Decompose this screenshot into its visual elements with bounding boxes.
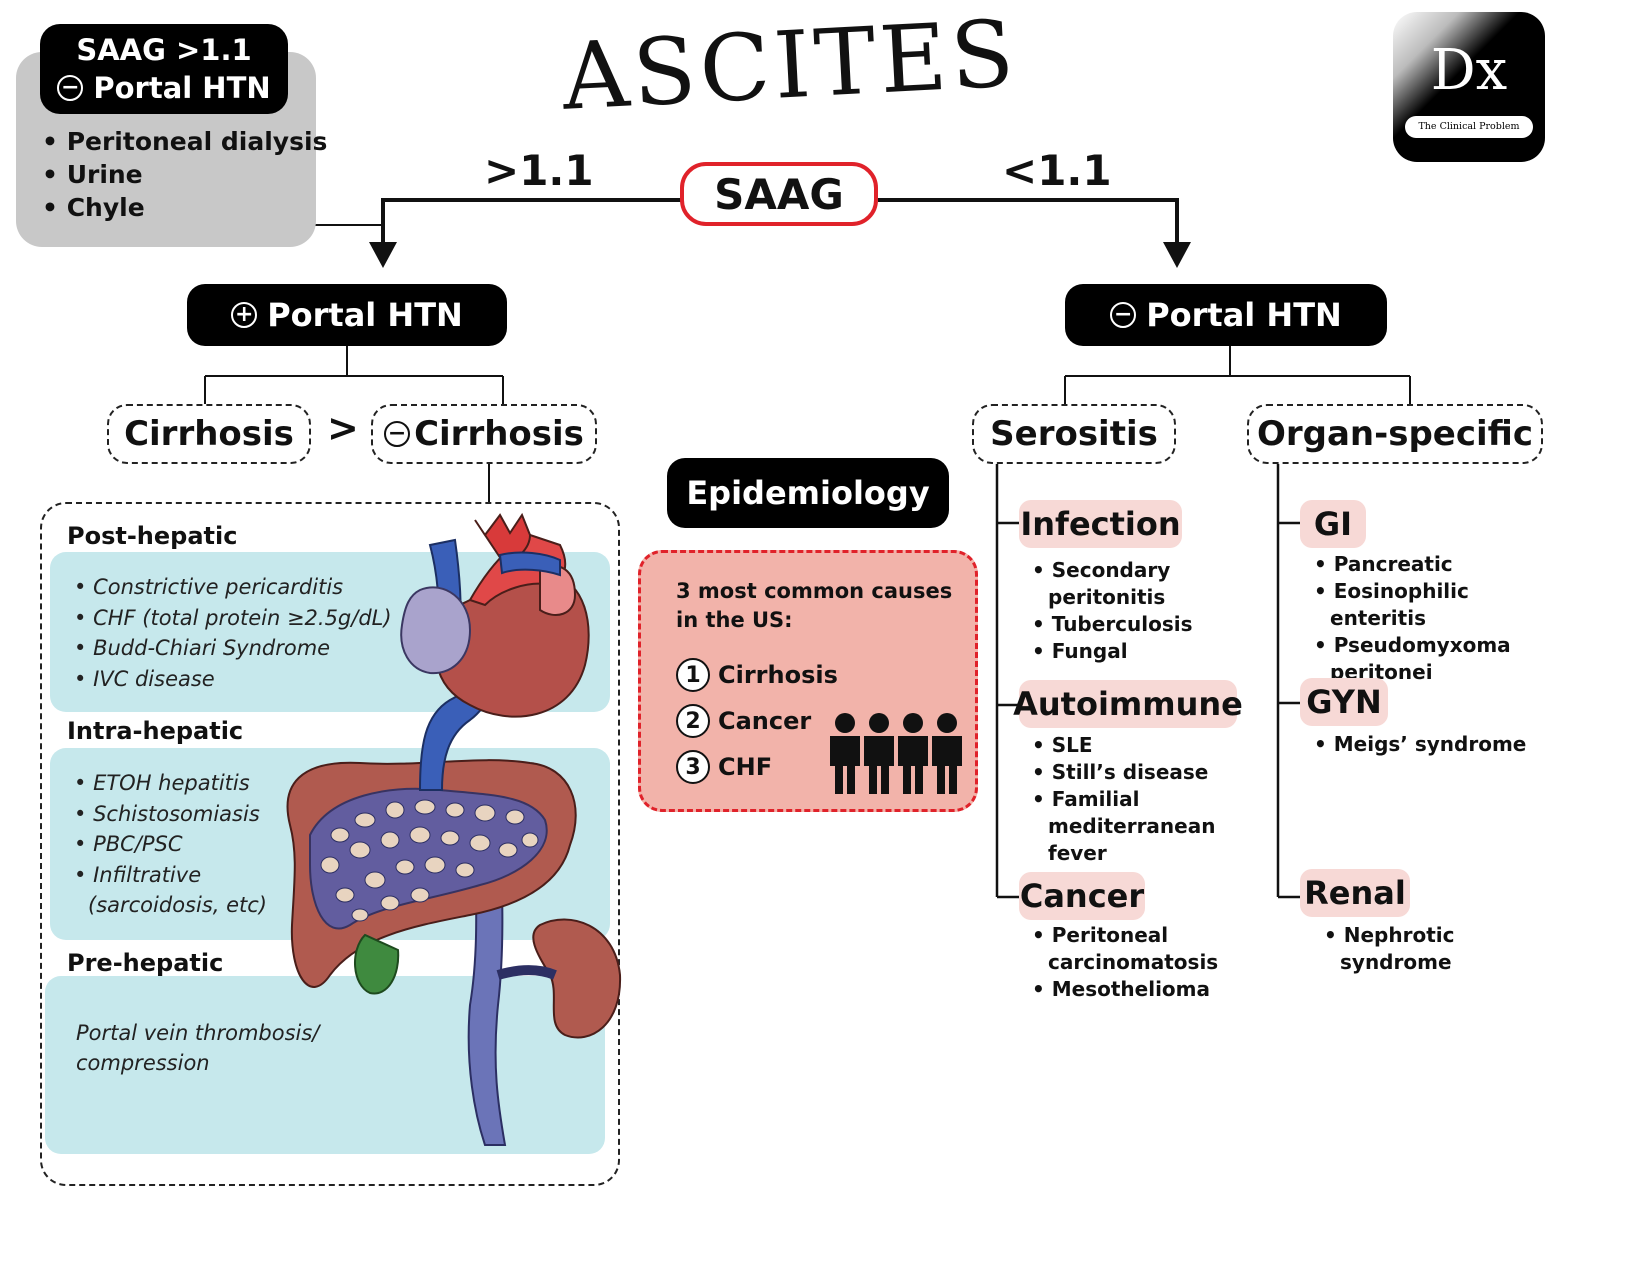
pre-hepatic-text: Portal vein thrombosis/ compression [76, 1021, 320, 1075]
organ-specific-box: Organ-specific [1247, 404, 1543, 464]
non-cirrhosis-causes-panel [40, 502, 620, 1186]
epidemiology-cause-1: 1 Cirrhosis [676, 658, 838, 692]
saag-left-value: >1.1 [484, 146, 594, 195]
saag-high-no-portal-htn-list: Peritoneal dialysis Urine Chyle [42, 125, 328, 224]
number-badge: 1 [676, 658, 710, 692]
gyn-list: Meigs’ syndrome [1314, 731, 1534, 758]
people-icon [830, 713, 962, 794]
list-item: Familial mediterranean fever [1032, 786, 1272, 867]
epidemiology-heading: 3 most common causes in the US: [676, 579, 953, 632]
list-item: PBC/PSC [74, 829, 274, 860]
saag-high-no-portal-htn-header: SAAG >1.1 − Portal HTN [40, 24, 288, 114]
list-item: Peritoneal dialysis [42, 125, 328, 158]
list-item: Infiltrative (sarcoidosis, etc) [74, 860, 274, 921]
number-badge: 2 [676, 704, 710, 738]
list-item: Nephrotic syndrome [1324, 922, 1554, 976]
list-item: Meigs’ syndrome [1314, 731, 1534, 758]
cancer-list: Peritoneal carcinomatosis Mesothelioma [1032, 922, 1222, 1003]
post-hepatic-title: Post-hepatic [67, 522, 238, 550]
positive-portal-htn-header: + Portal HTN [187, 284, 507, 346]
saag-box: SAAG [680, 162, 878, 226]
non-cirrhosis-box: − Cirrhosis [371, 404, 597, 464]
list-item: Eosinophilic enteritis [1314, 578, 1534, 632]
serositis-box: Serositis [972, 404, 1176, 464]
greater-than-symbol: > [327, 406, 359, 450]
list-item: Urine [42, 158, 327, 191]
header-line2: − Portal HTN [57, 69, 271, 107]
list-item: ETOH hepatitis [74, 768, 274, 799]
epidemiology-header: Epidemiology [667, 458, 949, 528]
list-item: Pseudomyxoma peritonei [1314, 632, 1534, 686]
infection-list: Secondary peritonitis Tuberculosis Funga… [1032, 557, 1272, 665]
list-item: Constrictive pericarditis [74, 572, 392, 603]
gi-tag: GI [1300, 500, 1366, 548]
heart-liver-portal-illustration [286, 512, 622, 1146]
minus-icon: − [1110, 302, 1137, 328]
minus-icon: − [384, 421, 411, 447]
cirrhosis-box: Cirrhosis [107, 404, 311, 464]
renal-tag: Renal [1300, 869, 1410, 917]
number-badge: 3 [676, 750, 710, 784]
minus-icon: − [57, 75, 84, 101]
pre-hepatic-panel [45, 976, 605, 1154]
autoimmune-list: SLE Still’s disease Familial mediterrane… [1032, 732, 1272, 867]
list-item: Peritoneal carcinomatosis [1032, 922, 1222, 976]
pre-hepatic-title: Pre-hepatic [67, 949, 224, 977]
list-item: Secondary peritonitis [1032, 557, 1272, 611]
list-item: Still’s disease [1032, 759, 1272, 786]
plus-icon: + [231, 302, 258, 328]
list-item: Fungal [1032, 638, 1272, 665]
cancer-tag: Cancer [1019, 872, 1145, 920]
list-item: Budd-Chiari Syndrome [74, 633, 392, 664]
autoimmune-tag: Autoimmune [1013, 680, 1243, 728]
logo: Dx The Clinical Problem Solvers [1393, 12, 1545, 162]
list-item: Mesothelioma [1032, 976, 1222, 1003]
gyn-tag: GYN [1300, 678, 1388, 726]
epidemiology-cause-2: 2 Cancer [676, 704, 811, 738]
renal-list: Nephrotic syndrome [1324, 922, 1554, 976]
header-line1: SAAG >1.1 [76, 33, 252, 67]
negative-portal-htn-header: − Portal HTN [1065, 284, 1387, 346]
epidemiology-cause-3: 3 CHF [676, 750, 772, 784]
list-item: Tuberculosis [1032, 611, 1272, 638]
list-item: SLE [1032, 732, 1272, 759]
list-item: IVC disease [74, 664, 392, 695]
list-item: Pancreatic [1314, 551, 1534, 578]
list-item: CHF (total protein ≥2.5g/dL) [74, 603, 392, 634]
logo-subtitle: The Clinical Problem Solvers [1405, 116, 1533, 154]
logo-mark: Dx [1430, 38, 1508, 103]
infection-tag: Infection [1019, 500, 1182, 548]
intra-hepatic-list: ETOH hepatitis Schistosomiasis PBC/PSC I… [74, 768, 274, 921]
saag-right-value: <1.1 [1002, 146, 1112, 195]
gi-list: Pancreatic Eosinophilic enteritis Pseudo… [1314, 551, 1534, 686]
list-item: Chyle [42, 191, 327, 224]
intra-hepatic-title: Intra-hepatic [67, 717, 244, 745]
saag-label: SAAG [714, 169, 844, 219]
post-hepatic-list: Constrictive pericarditis CHF (total pro… [74, 572, 392, 694]
list-item: Schistosomiasis [74, 799, 274, 830]
